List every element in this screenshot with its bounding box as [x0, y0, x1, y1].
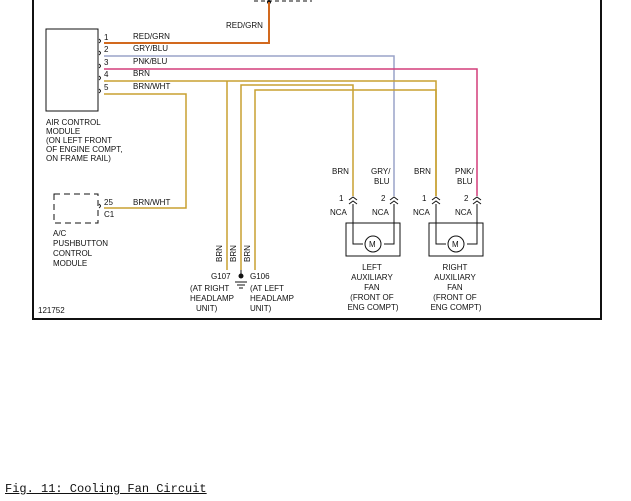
figure-caption: Fig. 11: Cooling Fan Circuit	[5, 482, 207, 496]
right-fan-pnk-label: PNK/	[455, 167, 474, 176]
left-fan-motor-leads	[352, 236, 395, 245]
right-fan-nca2: NCA	[455, 208, 473, 217]
brn-vertical-label-1: BRN	[215, 245, 224, 262]
left-fan-box	[345, 222, 401, 257]
g107-location: (AT RIGHT HEADLAMP UNIT)	[190, 284, 236, 313]
diagram-frame	[32, 0, 602, 320]
left-fan-motor-m: M	[369, 240, 376, 249]
g107-label: G107	[211, 272, 231, 281]
left-fan-brn-label: BRN	[332, 167, 349, 176]
left-fan-nca1: NCA	[330, 208, 348, 217]
wire-pnk-blu	[104, 68, 478, 196]
left-fan-gry-label: GRY/	[371, 167, 391, 176]
pin-5: 5	[104, 83, 109, 92]
wire-gry-blu	[104, 55, 395, 196]
wire-1-label: RED/GRN	[133, 32, 170, 41]
left-fan-pin2: 2	[381, 194, 386, 203]
right-fan-motor-leads	[435, 236, 478, 245]
ac-control-module-box	[53, 193, 99, 224]
wire-brn-left-fan	[240, 84, 354, 270]
figure-number: 121752	[38, 306, 65, 315]
air-control-module-label: AIR CONTROL MODULE (ON LEFT FRONT OF ENG…	[46, 118, 125, 163]
connector-c1: C1	[104, 210, 115, 219]
right-fan-blu-label: BLU	[457, 177, 473, 186]
right-fan-pin1: 1	[422, 194, 427, 203]
wire-red-grn	[104, 2, 270, 44]
ac-pin-bracket	[98, 203, 101, 209]
g106-location: (AT LEFT HEADLAMP UNIT)	[250, 284, 296, 313]
left-fan-motor-icon	[364, 235, 382, 253]
pin-1: 1	[104, 33, 109, 42]
wire-5-label: BRN/WHT	[133, 82, 170, 91]
right-fan-pin2: 2	[464, 194, 469, 203]
wire-brn-right-fan-ground	[254, 89, 437, 270]
left-fan-label: LEFT AUXILIARY FAN (FRONT OF ENG COMPT)	[347, 263, 398, 312]
g106-label: G106	[250, 272, 270, 281]
top-wire-label: RED/GRN	[226, 21, 263, 30]
wire-brn-wht	[104, 93, 187, 209]
right-fan-nca1: NCA	[413, 208, 431, 217]
air-control-module-box	[45, 28, 99, 112]
wire-3-label: PNK/BLU	[133, 57, 167, 66]
right-fan-label: RIGHT AUXILIARY FAN (FRONT OF ENG COMPT)	[430, 263, 481, 312]
right-fan-box	[428, 222, 484, 257]
ac-control-module-label: A/C PUSHBUTTON CONTROL MODULE	[53, 229, 110, 268]
right-fan-motor-m: M	[452, 240, 459, 249]
right-fan-brn-label: BRN	[414, 167, 431, 176]
ground-icon	[235, 281, 247, 289]
pin-2: 2	[104, 45, 109, 54]
acm-pins	[98, 38, 101, 94]
wire-4-label: BRN	[133, 69, 150, 78]
pin-25: 25	[104, 198, 113, 207]
right-fan-connector	[431, 196, 482, 236]
brn-vertical-label-3: BRN	[243, 245, 252, 262]
pin-3: 3	[104, 58, 109, 67]
left-fan-blu-label: BLU	[374, 177, 390, 186]
brn-vertical-label-2: BRN	[229, 245, 238, 262]
left-fan-connector	[348, 196, 399, 236]
pin-4: 4	[104, 70, 109, 79]
right-fan-motor-icon	[447, 235, 465, 253]
left-fan-pin1: 1	[339, 194, 344, 203]
left-fan-nca2: NCA	[372, 208, 390, 217]
wire-2-label: GRY/BLU	[133, 44, 168, 53]
wire-25-label: BRN/WHT	[133, 198, 170, 207]
